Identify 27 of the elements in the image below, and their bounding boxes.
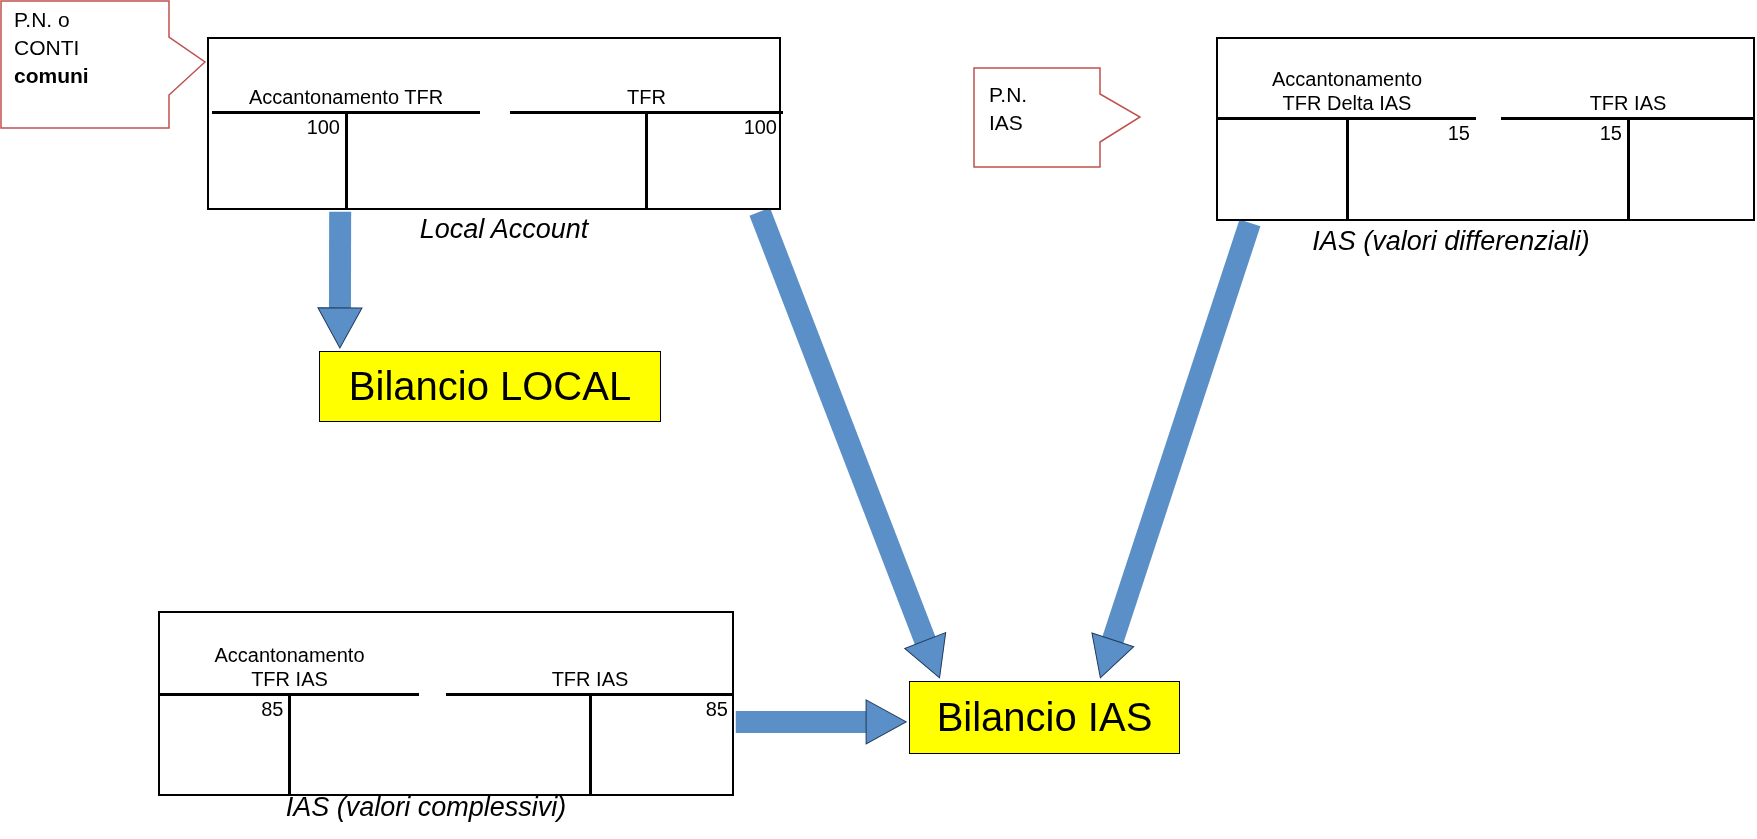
amount: 100 [306, 115, 340, 139]
callout [0, 0, 206, 129]
amount: 100 [743, 115, 777, 139]
account-frame [1216, 37, 1755, 221]
account-title: TFR IAS [550, 667, 630, 691]
callout-text: P.N. o CONTI comuni [14, 7, 90, 89]
callout [973, 67, 1141, 168]
account-title: TFR [626, 85, 667, 109]
block-arrow [735, 699, 907, 745]
amount: 15 [1447, 121, 1470, 145]
account-title: Accantonamento TFR [247, 85, 445, 109]
amount: 85 [261, 697, 284, 721]
amount: 15 [1599, 121, 1622, 145]
statement-box: Bilancio IAS [909, 681, 1180, 754]
account-caption: IAS (valori complessivi) [285, 792, 567, 823]
block-arrow [317, 211, 363, 349]
block-arrow [1091, 219, 1261, 679]
account-title: Accantonamento TFR IAS [213, 643, 366, 691]
amount: 85 [705, 697, 728, 721]
statement-box: Bilancio LOCAL [319, 351, 661, 422]
account-frame [158, 611, 734, 796]
account-title: TFR IAS [1588, 91, 1668, 115]
account-frame [207, 37, 781, 210]
callout-text: P.N. IAS [989, 82, 1029, 136]
account-title: Accantonamento TFR Delta IAS [1270, 67, 1424, 115]
account-caption: Local Account [419, 214, 589, 245]
account-caption: IAS (valori differenziali) [1312, 226, 1590, 257]
